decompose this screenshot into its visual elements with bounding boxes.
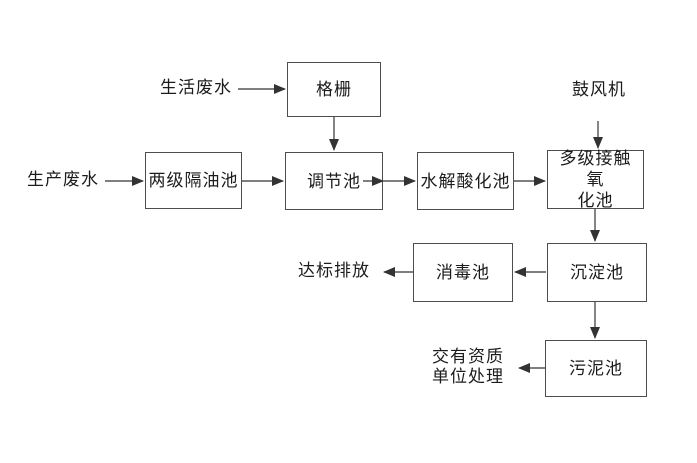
node-multi-stage-contact-oxidation-tank: 多级接触氧 化池	[547, 149, 644, 210]
node-sludge-tank: 污泥池	[545, 340, 647, 397]
node-disinfection-tank: 消毒池	[413, 243, 513, 302]
label-qualified-unit-disposal: 交有资质 单位处理	[432, 347, 504, 386]
label-blower: 鼓风机	[572, 80, 626, 99]
node-regulating-tank: 调节池	[285, 152, 383, 210]
label-domestic-wastewater: 生活废水	[160, 78, 232, 97]
node-hydrolysis-acidification-tank: 水解酸化池	[417, 152, 514, 210]
node-two-stage-oil-separator: 两级隔油池	[145, 152, 242, 209]
node-sedimentation-tank: 沉淀池	[547, 243, 647, 302]
label-standard-discharge: 达标排放	[298, 261, 370, 280]
label-production-wastewater: 生产废水	[27, 170, 99, 189]
node-grille: 格栅	[287, 62, 381, 117]
